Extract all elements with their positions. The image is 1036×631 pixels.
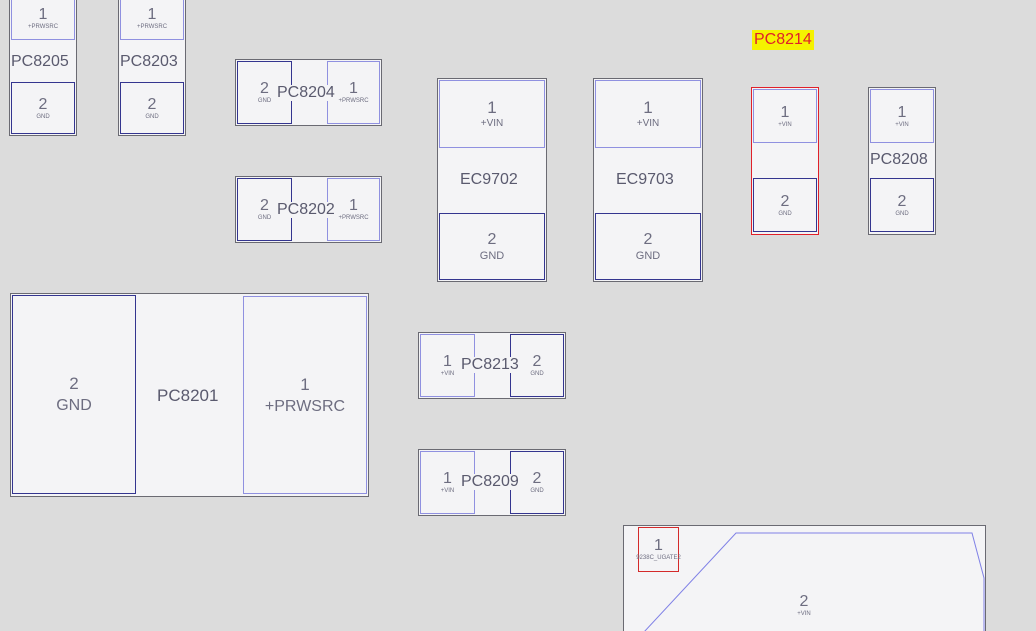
pad-1[interactable]: 1 +PRWSRC xyxy=(120,0,184,40)
pad-net: +VIN xyxy=(440,488,455,494)
pad-number: 2 xyxy=(487,230,497,248)
pad-number: 2 xyxy=(532,353,542,370)
reference-designator: PC8202 xyxy=(276,201,336,218)
pad-number: 2 xyxy=(897,192,907,210)
component-pc8202[interactable]: 2 GND 1 +PRWSRC PC8202 xyxy=(235,176,382,243)
pad-net: +VIN xyxy=(778,121,792,128)
pad-number: 1 xyxy=(654,537,663,554)
pad-1[interactable]: 1 +VIN xyxy=(595,80,701,148)
reference-designator: PC8203 xyxy=(120,53,178,70)
pad-number: 2 xyxy=(38,95,48,113)
reference-designator: PC8204 xyxy=(276,84,336,101)
pad-net: +PRWSRC xyxy=(27,23,59,30)
reference-designator: EC9702 xyxy=(460,171,518,188)
pad-1[interactable]: 1 +VIN xyxy=(753,89,817,143)
pad-2[interactable]: 2 +VIN xyxy=(764,590,844,620)
component-pc8213[interactable]: 1 +VIN 2 GND PC8213 xyxy=(418,332,566,399)
pad-net: +VIN xyxy=(636,118,660,129)
pad-net: GND xyxy=(56,397,92,414)
pad-number: 1 xyxy=(443,470,452,487)
pad-1[interactable]: 1 9238C_UGATE2 xyxy=(636,527,681,572)
reference-designator: PC8201 xyxy=(157,386,219,405)
pad-net: +VIN xyxy=(895,121,909,128)
pad-number: 1 xyxy=(349,197,358,214)
reference-designator: PC8209 xyxy=(460,473,520,490)
pad-net: GND xyxy=(257,98,272,104)
pad-net: +PRWSRC xyxy=(264,397,346,415)
pad-number: 2 xyxy=(799,592,809,610)
pad-number: 1 xyxy=(897,103,907,121)
pad-net: GND xyxy=(530,371,544,377)
reference-designator: PC8205 xyxy=(11,53,69,70)
reference-designator: EC9703 xyxy=(616,171,674,188)
component-pc8214[interactable]: 1 +VIN 2 GND xyxy=(751,87,819,235)
pad-net: +PRWSRC xyxy=(338,98,369,104)
pad-net: GND xyxy=(778,210,792,217)
pad-number: 1 xyxy=(487,98,497,117)
pad-number: 2 xyxy=(532,470,542,487)
pad-number: 2 xyxy=(147,95,157,113)
pad-number: 2 xyxy=(780,192,790,210)
pad-net: GND xyxy=(479,249,505,262)
component-ec9703[interactable]: 1 +VIN EC9703 2 GND xyxy=(593,78,703,282)
pad-1[interactable]: 1 +PRWSRC xyxy=(243,296,367,494)
pad-number: 1 xyxy=(38,5,48,23)
pad-number: 2 xyxy=(260,197,269,214)
pad-number: 2 xyxy=(643,230,653,248)
pad-net: GND xyxy=(145,113,159,120)
pad-number: 1 xyxy=(349,80,358,97)
pad-1[interactable]: 1 +VIN xyxy=(870,89,934,143)
selected-component-label: PC8214 xyxy=(752,30,814,50)
pad-number: 1 xyxy=(300,374,310,394)
component-inductor[interactable]: 1 9238C_UGATE2 2 +VIN xyxy=(623,525,986,631)
pad-number: 2 xyxy=(260,80,269,97)
pad-net: GND xyxy=(635,249,661,262)
pad-net: +PRWSRC xyxy=(338,215,369,221)
pad-net: +VIN xyxy=(797,610,811,617)
pad-net: +PRWSRC xyxy=(136,23,168,30)
pad-number: 1 xyxy=(443,353,452,370)
component-pc8205[interactable]: 1 +PRWSRC PC8205 2 GND xyxy=(9,0,77,136)
pad-2[interactable]: 2 GND xyxy=(12,295,136,494)
pad-net: GND xyxy=(257,215,272,221)
pad-1[interactable]: 1 +PRWSRC xyxy=(327,178,380,241)
component-pc8203[interactable]: 1 +PRWSRC PC8203 2 GND xyxy=(118,0,186,136)
pad-2[interactable]: 2 GND xyxy=(120,82,184,134)
pad-net: +VIN xyxy=(440,371,455,377)
pad-2[interactable]: 2 GND xyxy=(595,213,701,280)
component-ec9702[interactable]: 1 +VIN EC9702 2 GND xyxy=(437,78,547,282)
pad-1[interactable]: 1 +PRWSRC xyxy=(327,61,380,124)
pad-1[interactable]: 1 +PRWSRC xyxy=(11,0,75,40)
component-pc8209[interactable]: 1 +VIN 2 GND PC8209 xyxy=(418,449,566,516)
pad-number: 2 xyxy=(69,374,79,393)
pad-number: 1 xyxy=(643,98,653,117)
pad-1[interactable]: 1 +VIN xyxy=(439,80,545,148)
pad-net: 9238C_UGATE2 xyxy=(636,555,681,561)
reference-designator: PC8208 xyxy=(870,151,928,168)
pad-number: 1 xyxy=(147,5,157,23)
pad-2[interactable]: 2 GND xyxy=(870,178,934,232)
reference-designator: PC8213 xyxy=(460,356,520,373)
copper-outline xyxy=(644,532,985,631)
pad-2[interactable]: 2 GND xyxy=(11,82,75,134)
pad-net: GND xyxy=(36,113,50,120)
pad-2[interactable]: 2 GND xyxy=(439,213,545,280)
component-pc8204[interactable]: 2 GND 1 +PRWSRC PC8204 xyxy=(235,59,382,126)
pad-2[interactable]: 2 GND xyxy=(753,178,817,232)
pad-1[interactable]: 1 +VIN xyxy=(420,334,475,397)
pad-net: +VIN xyxy=(480,118,504,129)
pad-net: GND xyxy=(530,488,544,494)
pad-net: GND xyxy=(895,210,909,217)
component-pc8201[interactable]: 2 GND PC8201 1 +PRWSRC xyxy=(10,293,369,497)
pad-number: 1 xyxy=(780,103,790,121)
component-pc8208[interactable]: 1 +VIN PC8208 2 GND xyxy=(868,87,936,235)
